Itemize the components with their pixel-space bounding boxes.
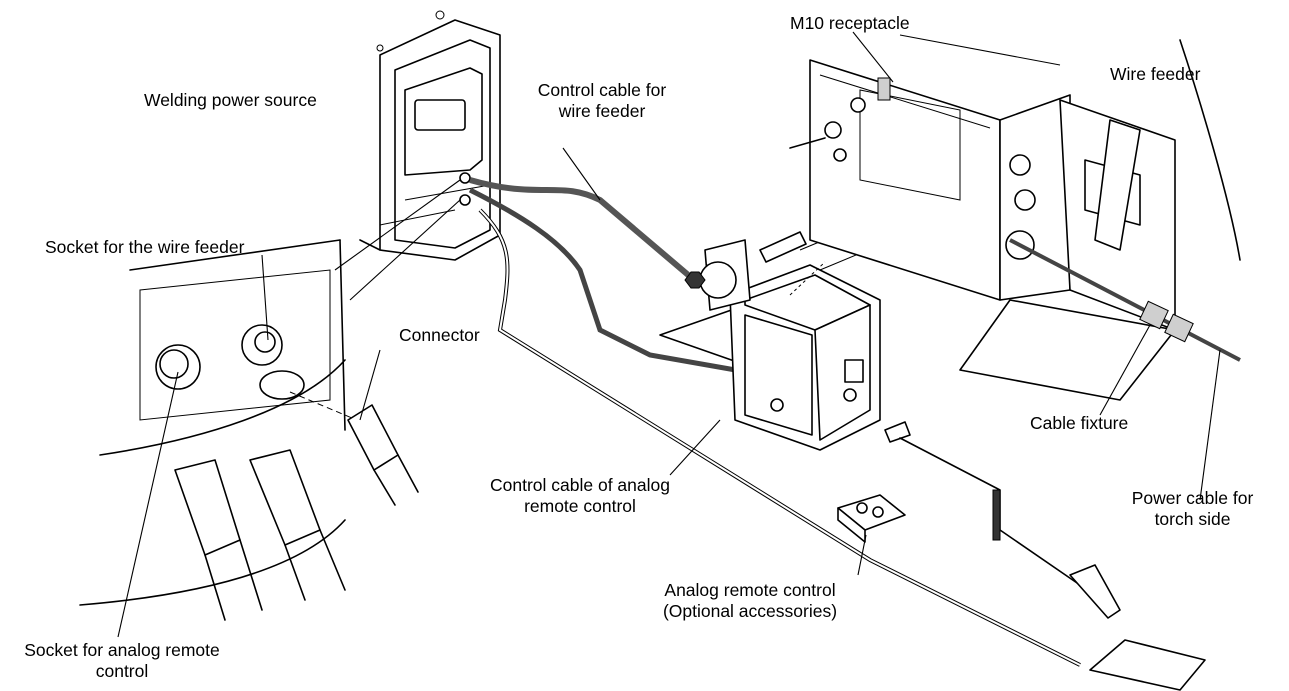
connector-drawing — [289, 391, 419, 506]
label-m10-receptacle: M10 receptacle — [790, 13, 910, 33]
label-socket-analog: Socket for analog remote control — [24, 640, 220, 681]
torch-drawing — [884, 421, 1206, 691]
label-wire-feeder: Wire feeder — [1110, 64, 1201, 84]
label-analog-remote: Analog remote control (Optional accessor… — [662, 580, 838, 621]
label-socket-wire-feeder: Socket for the wire feeder — [45, 237, 245, 257]
analog-remote-drawing — [837, 494, 906, 543]
cables-drawing — [468, 177, 1081, 667]
power-source-closeup-drawing — [79, 239, 346, 621]
label-power-cable-torch: Power cable for torch side — [1131, 488, 1254, 529]
label-control-cable-analog: Control cable of analog remote control — [490, 475, 670, 516]
label-welding-power-source: Welding power source — [144, 90, 317, 110]
wire-feeder-detail-drawing — [789, 34, 1241, 401]
label-control-cable-wire-feeder: Control cable for wire feeder — [537, 80, 667, 121]
wire-feeder-center-drawing — [659, 224, 881, 451]
label-connector: Connector — [399, 325, 480, 345]
leader-lines — [117, 31, 1221, 638]
label-cable-fixture: Cable fixture — [1030, 413, 1129, 433]
welding-power-source-drawing — [359, 10, 501, 261]
